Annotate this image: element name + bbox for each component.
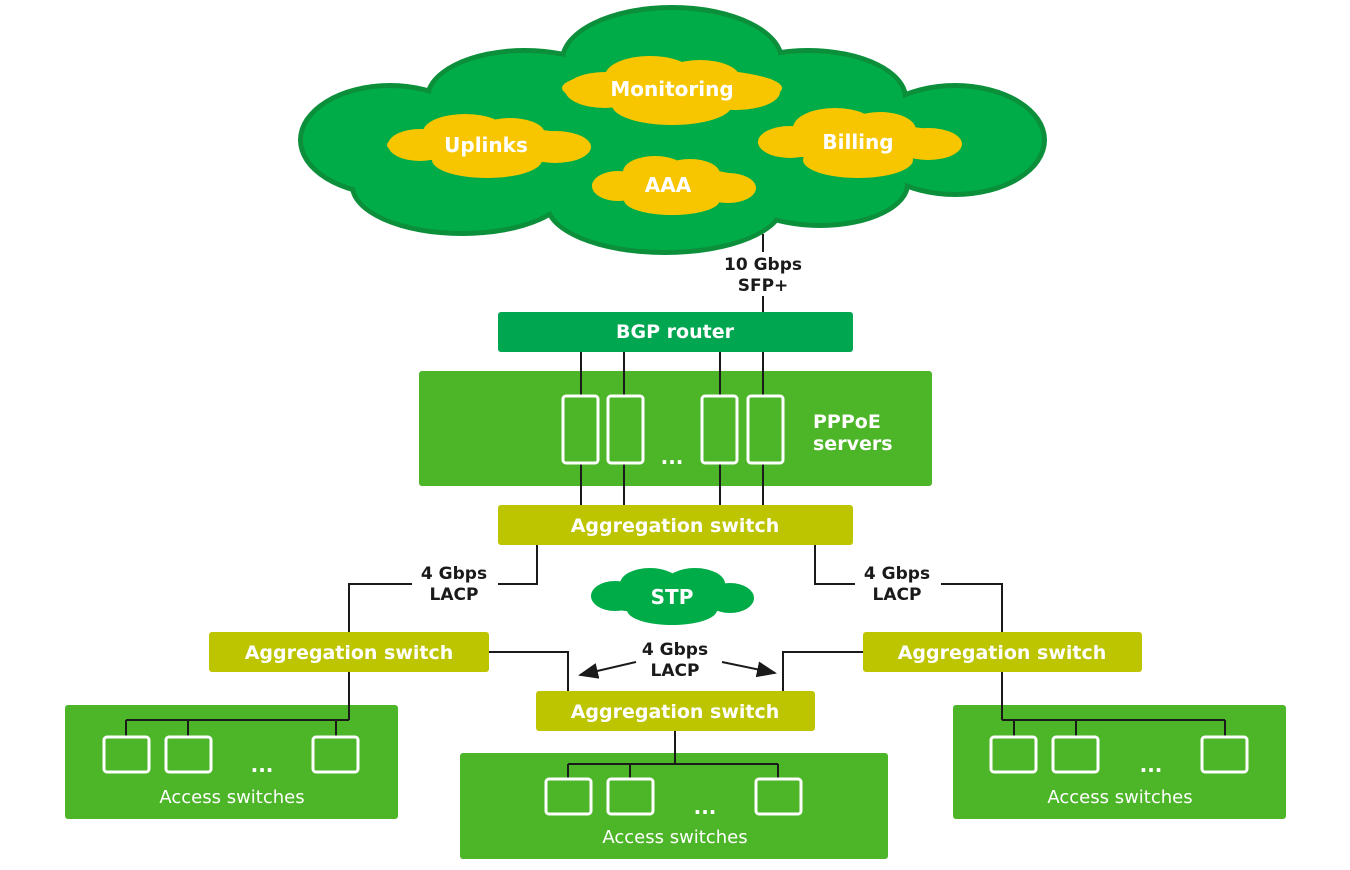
right-aggregation-switch: [863, 632, 1142, 672]
pppoe-label-line2: servers: [813, 433, 893, 455]
core-aggregation-switch: [498, 505, 853, 545]
right-link-speed: 4 Gbps: [864, 564, 930, 584]
access-switch: [1200, 735, 1249, 774]
access-switch: [102, 735, 151, 774]
center-access-ellipsis: ...: [694, 795, 717, 819]
arrow-right-icon: [721, 661, 777, 678]
center-access-links: [567, 731, 779, 779]
monitoring-cloud: Monitoring: [562, 56, 782, 125]
stp-label: STP: [651, 585, 694, 609]
left-link-label-bg: [412, 561, 498, 605]
access-switch: [606, 777, 655, 816]
pppoe-server: [561, 394, 600, 465]
pppoe-servers-panel: [419, 371, 932, 486]
billing-cloud: Billing: [758, 108, 962, 178]
access-switch: [311, 735, 360, 774]
left-access-label: Access switches: [159, 787, 304, 808]
center-aggregation-label: Aggregation switch: [571, 701, 780, 723]
monitoring-label: Monitoring: [610, 77, 733, 101]
right-access-links: [1001, 672, 1226, 737]
left-aggregation-label: Aggregation switch: [245, 642, 454, 664]
right-access-panel: [953, 705, 1286, 819]
aaa-cloud: AAA: [592, 156, 756, 215]
stp-cloud: STP: [591, 568, 754, 625]
uplink-label-bg: [718, 252, 808, 296]
server-aggregation-links: [580, 463, 764, 505]
right-to-center-line: [782, 651, 863, 691]
left-aggregation-switch: [209, 632, 489, 672]
center-link-type: LACP: [651, 661, 700, 681]
right-access-label: Access switches: [1047, 787, 1192, 808]
left-access-ellipsis: ...: [251, 753, 274, 777]
access-switch: [989, 735, 1038, 774]
left-access-links: [125, 672, 350, 737]
bgp-router-label: BGP router: [616, 321, 735, 343]
arrow-left-icon: [578, 661, 637, 679]
router-server-links: [580, 352, 764, 396]
uplink-type-label: SFP+: [738, 276, 789, 296]
left-link-type: LACP: [430, 585, 479, 605]
right-link-type: LACP: [873, 585, 922, 605]
bgp-router: [498, 312, 853, 352]
core-aggregation-label: Aggregation switch: [571, 515, 780, 537]
left-access-panel: [65, 705, 398, 819]
pppoe-server: [746, 394, 785, 465]
center-access-label: Access switches: [602, 827, 747, 848]
pppoe-ellipsis: ...: [661, 445, 684, 469]
pppoe-server: [700, 394, 739, 465]
access-switch: [1051, 735, 1100, 774]
pppoe-label-line1: PPPoE: [813, 411, 881, 433]
billing-label: Billing: [822, 130, 893, 154]
right-aggregation-label: Aggregation switch: [898, 642, 1107, 664]
right-access-ellipsis: ...: [1140, 753, 1163, 777]
center-aggregation-switch: [536, 691, 815, 731]
aaa-label: AAA: [645, 173, 692, 197]
left-to-center-line: [489, 651, 569, 691]
pppoe-server: [606, 394, 645, 465]
access-switch: [544, 777, 593, 816]
uplinks-label: Uplinks: [444, 133, 528, 157]
right-link-label-bg: [855, 561, 941, 605]
uplinks-cloud: Uplinks: [387, 114, 591, 178]
uplink-speed-label: 10 Gbps: [724, 255, 802, 275]
center-link-speed: 4 Gbps: [642, 640, 708, 660]
access-switch: [164, 735, 213, 774]
left-link-speed: 4 Gbps: [421, 564, 487, 584]
access-switch: [754, 777, 803, 816]
